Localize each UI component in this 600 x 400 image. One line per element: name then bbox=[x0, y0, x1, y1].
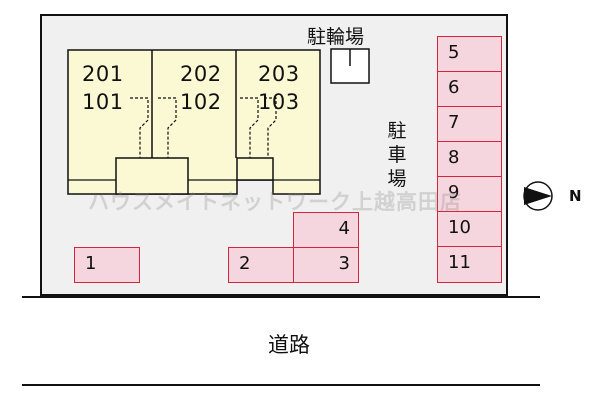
parking-space-number: 5 bbox=[448, 42, 460, 63]
stair-dashed-line bbox=[264, 97, 277, 158]
parking-space-number: 2 bbox=[239, 253, 251, 274]
unit-label-102: 102 bbox=[180, 90, 222, 114]
parking-label-char: 駐 bbox=[387, 120, 407, 142]
parking-space-4[interactable]: 4 bbox=[293, 212, 359, 248]
parking-space-number: 10 bbox=[448, 217, 471, 238]
stair-dashed-line bbox=[130, 97, 149, 158]
parking-space-6[interactable]: 6 bbox=[437, 71, 502, 107]
parking-space-5[interactable]: 5 bbox=[437, 36, 502, 72]
unit-label-101: 101 bbox=[82, 90, 124, 114]
entrance-porch bbox=[236, 157, 274, 181]
parking-label-char: 車 bbox=[387, 144, 407, 166]
parking-space-1[interactable]: 1 bbox=[74, 247, 140, 283]
parking-space-number: 6 bbox=[448, 77, 460, 98]
parking-space-8[interactable]: 8 bbox=[437, 141, 502, 177]
compass-arrow bbox=[524, 187, 552, 205]
road-edge-line bbox=[22, 384, 540, 386]
entrance-porch bbox=[115, 157, 189, 195]
parking-space-9[interactable]: 9 bbox=[437, 176, 502, 212]
road-edge-line bbox=[22, 296, 540, 298]
unit-label-103: 103 bbox=[258, 90, 300, 114]
parking-label-char: 場 bbox=[387, 168, 407, 190]
bicycle-parking-label: 駐輪場 bbox=[307, 26, 365, 48]
unit-label-201: 201 bbox=[82, 62, 124, 86]
parking-space-number: 8 bbox=[448, 147, 460, 168]
unit-label-202: 202 bbox=[180, 62, 222, 86]
compass-north-label: N bbox=[569, 187, 582, 205]
unit-label-203: 203 bbox=[258, 62, 300, 86]
stair-dashed-line bbox=[158, 97, 177, 158]
parking-space-10[interactable]: 10 bbox=[437, 211, 502, 247]
parking-space-number: 9 bbox=[448, 182, 460, 203]
parking-space-number: 4 bbox=[338, 218, 350, 239]
parking-lot-label: 駐 車 場 bbox=[386, 122, 408, 194]
parking-space-11[interactable]: 11 bbox=[437, 246, 502, 283]
parking-space-number: 3 bbox=[338, 253, 350, 274]
stair-dashed-line bbox=[240, 97, 259, 158]
parking-space-7[interactable]: 7 bbox=[437, 106, 502, 142]
watermark-text: ハウスメイトネットワーク上越高田店 bbox=[88, 190, 462, 214]
parking-space-2[interactable]: 2 bbox=[228, 247, 294, 283]
parking-space-3[interactable]: 3 bbox=[293, 247, 359, 283]
parking-space-number: 7 bbox=[448, 112, 460, 133]
parking-space-number: 11 bbox=[448, 252, 471, 273]
parking-space-number: 1 bbox=[85, 253, 97, 274]
road-label: 道路 bbox=[268, 333, 310, 357]
